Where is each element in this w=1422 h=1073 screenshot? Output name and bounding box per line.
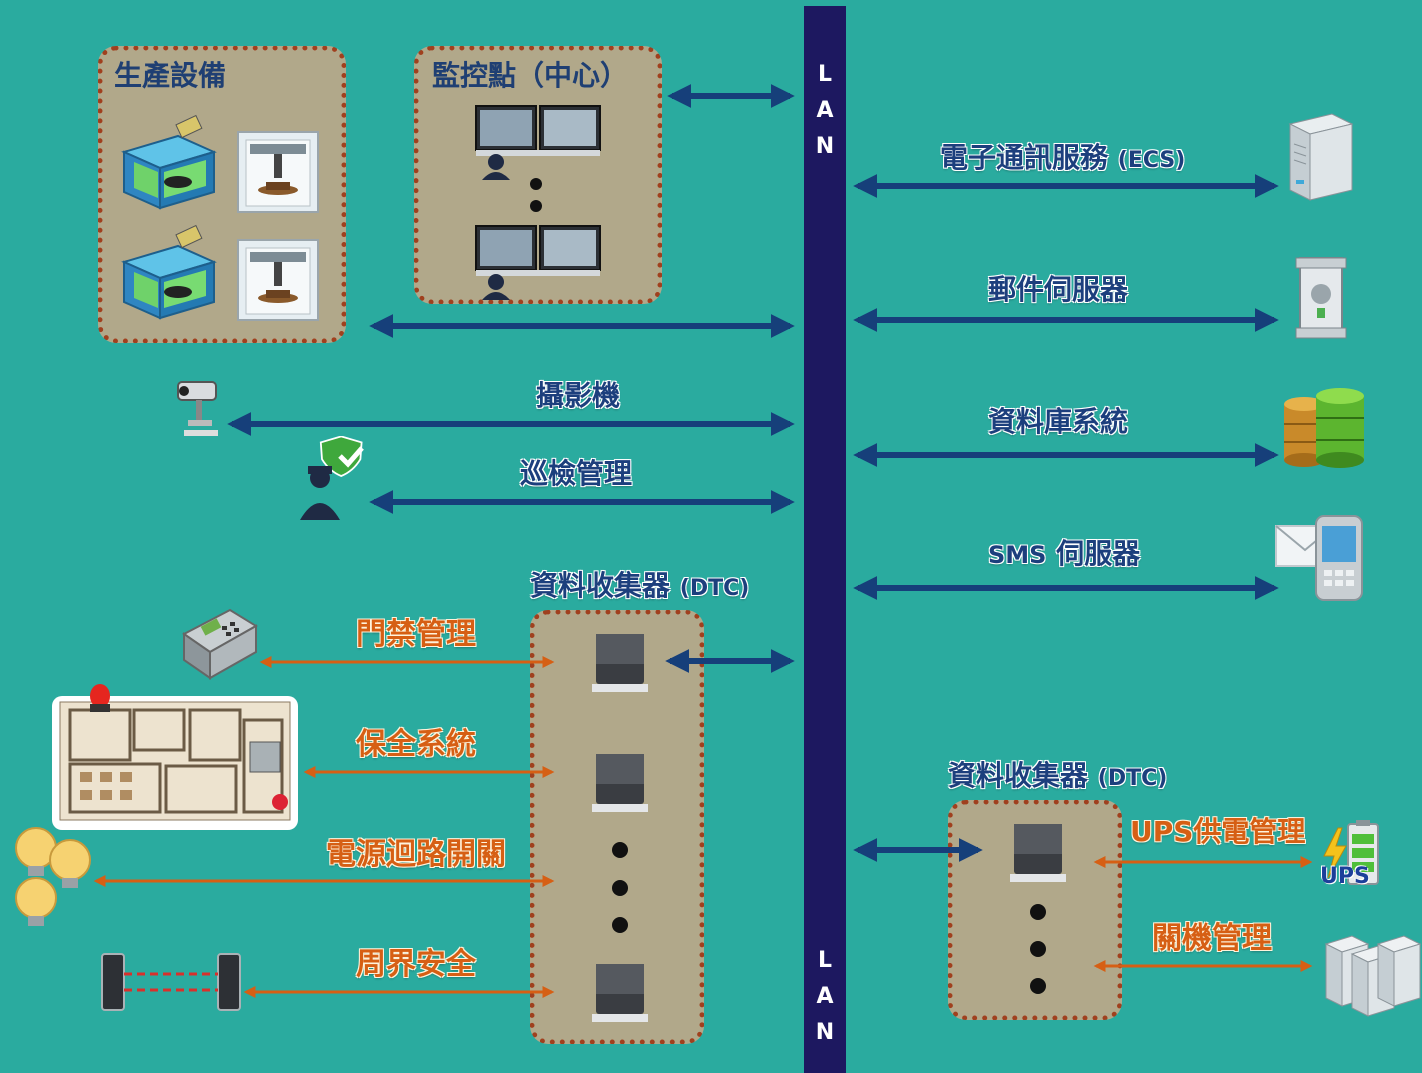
shutdown-management-label: 關機管理 bbox=[1152, 921, 1272, 956]
light-bulbs-icon bbox=[15, 827, 91, 926]
sms-server-label: SMS 伺服器 bbox=[988, 540, 1140, 568]
dtc-right-title-suffix: (DTC) bbox=[1097, 766, 1168, 791]
sms-label-suffix: 伺服器 bbox=[1056, 537, 1141, 570]
ecs-label: 電子通訊服務 (ECS) bbox=[940, 144, 1185, 172]
ups-management-label: UPS供電管理 bbox=[1130, 815, 1306, 848]
ecs-server-icon bbox=[1288, 113, 1354, 201]
floorplan-security-icon bbox=[52, 684, 298, 830]
dtc-left-title: 資料收集器 (DTC) bbox=[530, 572, 749, 600]
ups-icon: UPS bbox=[1318, 820, 1388, 892]
monitoring-station-icon bbox=[475, 105, 601, 180]
power-circuit-label: 電源迴路開關 bbox=[326, 837, 506, 872]
data-collector-device-icon bbox=[592, 634, 648, 692]
patrol-guard-icon bbox=[300, 436, 364, 520]
dtc-right-ellipsis-dot bbox=[1030, 978, 1046, 994]
perimeter-beam-sensor-icon bbox=[101, 953, 241, 1011]
dtc-right-ellipsis-dot bbox=[1030, 941, 1046, 957]
database-icon bbox=[1284, 388, 1364, 468]
dtc-right-title: 資料收集器 (DTC) bbox=[948, 762, 1167, 790]
ups-battery-icon bbox=[1323, 820, 1379, 885]
lan-label-top-l: L bbox=[817, 62, 833, 87]
access-control-terminal-icon bbox=[182, 608, 258, 680]
mail-server-icon bbox=[1295, 257, 1347, 339]
perimeter-security-label: 周界安全 bbox=[356, 947, 476, 982]
sms-server-icon bbox=[1275, 515, 1363, 601]
lan-backbone bbox=[804, 6, 846, 1073]
dtc-right-ellipsis-dot bbox=[1030, 904, 1046, 920]
ecs-label-text: 電子通訊服務 bbox=[940, 141, 1109, 174]
data-collector-device-icon bbox=[1010, 824, 1066, 882]
sms-label-name: SMS bbox=[988, 541, 1047, 569]
mail-server-label: 郵件伺服器 bbox=[988, 273, 1129, 306]
lan-label-bottom-l: L bbox=[817, 948, 833, 973]
data-collector-device-icon bbox=[592, 754, 648, 812]
monitor-ellipsis-dot bbox=[530, 178, 542, 190]
data-collector-device-icon bbox=[592, 964, 648, 1022]
database-label: 資料庫系統 bbox=[988, 405, 1129, 438]
patrol-label: 巡檢管理 bbox=[520, 457, 633, 490]
server-cluster-icon bbox=[1324, 935, 1422, 1017]
dtc-right-title-text: 資料收集器 bbox=[948, 759, 1089, 792]
monitor-ellipsis-dot bbox=[530, 200, 542, 212]
3d-printer-icon bbox=[121, 224, 217, 320]
monitoring-station-icon bbox=[475, 225, 601, 300]
dtc-left-title-suffix: (DTC) bbox=[679, 576, 750, 601]
lan-label-top-a: A bbox=[816, 98, 834, 123]
ecs-label-suffix: (ECS) bbox=[1117, 148, 1186, 173]
lan-label-bottom-n: N bbox=[815, 1020, 835, 1045]
monitor-title: 監控點（中心） bbox=[432, 59, 629, 92]
camera-label: 攝影機 bbox=[536, 379, 621, 412]
industrial-printer-icon bbox=[237, 131, 319, 213]
ups-icon-text: UPS bbox=[1320, 864, 1370, 889]
access-control-label: 門禁管理 bbox=[356, 617, 476, 652]
security-system-label: 保全系統 bbox=[356, 727, 476, 762]
dtc-left-ellipsis-dot bbox=[612, 917, 628, 933]
dtc-left-ellipsis-dot bbox=[612, 880, 628, 896]
industrial-printer-icon bbox=[237, 239, 319, 321]
dtc-left-title-text: 資料收集器 bbox=[530, 569, 671, 602]
3d-printer-icon bbox=[121, 114, 217, 210]
lan-label-bottom-a: A bbox=[816, 984, 834, 1009]
production-title: 生產設備 bbox=[114, 59, 227, 92]
security-camera-icon bbox=[177, 381, 218, 436]
dtc-left-ellipsis-dot bbox=[612, 842, 628, 858]
lan-label-top-n: N bbox=[815, 134, 835, 159]
monitoring-center-group bbox=[414, 46, 662, 304]
